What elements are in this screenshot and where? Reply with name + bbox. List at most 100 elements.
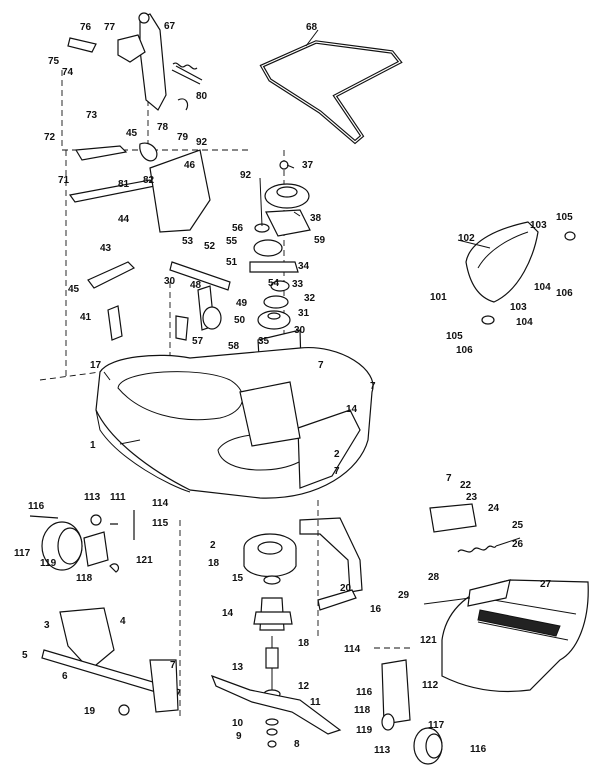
callout-13: 13 — [232, 662, 244, 673]
callout-59: 59 — [314, 235, 326, 246]
callout-106-top: 106 — [556, 288, 573, 299]
callout-115: 115 — [152, 518, 169, 529]
callout-31: 31 — [298, 308, 310, 319]
callout-102: 102 — [458, 233, 475, 244]
callout-35: 35 — [258, 336, 270, 347]
callout-2-top: 2 — [334, 449, 340, 460]
deflector-shield-assembly — [465, 221, 576, 325]
callout-53: 53 — [182, 236, 194, 247]
callout-113-right: 113 — [374, 745, 391, 756]
callout-117-left: 117 — [14, 548, 31, 559]
callout-26: 26 — [512, 539, 524, 550]
callout-114-right: 114 — [344, 644, 361, 655]
callout-112: 112 — [422, 680, 439, 691]
callout-7-a: 7 — [318, 360, 324, 371]
callout-6: 6 — [62, 671, 68, 682]
callout-121-right: 121 — [420, 635, 437, 646]
callout-116-right: 116 — [356, 687, 373, 698]
lift-handle-assembly — [61, 12, 250, 341]
callout-30-left: 30 — [164, 276, 176, 287]
callout-73: 73 — [86, 110, 98, 121]
callout-78: 78 — [157, 122, 169, 133]
callout-3: 3 — [44, 620, 50, 631]
callout-5: 5 — [22, 650, 28, 661]
callout-57: 57 — [192, 336, 204, 347]
callout-37: 37 — [302, 160, 314, 171]
callout-18-housing: 18 — [208, 558, 220, 569]
callout-46: 46 — [184, 160, 196, 171]
callout-80: 80 — [196, 91, 208, 102]
callout-103-top: 103 — [530, 220, 547, 231]
callout-118-right: 118 — [354, 705, 371, 716]
callout-105-top: 105 — [556, 212, 573, 223]
callout-119-left: 119 — [40, 558, 57, 569]
callout-7-b: 7 — [370, 381, 376, 392]
callout-45-top: 45 — [126, 128, 138, 139]
callout-101: 101 — [430, 292, 447, 303]
callout-10: 10 — [232, 718, 244, 729]
callout-24: 24 — [488, 503, 500, 514]
callout-28: 28 — [428, 572, 440, 583]
callout-29: 29 — [398, 590, 410, 601]
callout-8: 8 — [294, 739, 300, 750]
callout-58: 58 — [228, 341, 240, 352]
mower-blade — [210, 674, 342, 748]
callout-7-c: 7 — [334, 466, 340, 477]
callout-49: 49 — [236, 298, 248, 309]
callout-77: 77 — [104, 22, 116, 33]
callout-117-right: 117 — [428, 720, 445, 731]
callout-74: 74 — [62, 67, 74, 78]
idler-arm-assembly — [169, 261, 231, 360]
callout-16: 16 — [370, 604, 382, 615]
drive-belt — [259, 40, 403, 145]
callout-56: 56 — [232, 223, 244, 234]
callout-104-top: 104 — [534, 282, 551, 293]
callout-34: 34 — [298, 261, 310, 272]
callout-14-right: 14 — [346, 404, 358, 415]
callout-50: 50 — [234, 315, 246, 326]
callout-18-arm: 18 — [298, 638, 310, 649]
callout-27: 27 — [540, 579, 552, 590]
callout-82: 82 — [143, 175, 155, 186]
leader-lines — [103, 29, 491, 445]
callout-105-bottom: 105 — [446, 331, 463, 342]
idler-spring-arm — [299, 500, 363, 640]
callout-111: 111 — [110, 492, 126, 503]
callout-68: 68 — [306, 22, 318, 33]
callout-15: 15 — [232, 573, 244, 584]
callout-116-bottom: 116 — [470, 744, 487, 755]
gauge-wheel-right — [374, 647, 443, 765]
callout-20: 20 — [340, 583, 352, 594]
callout-7-d: 7 — [446, 473, 452, 484]
callout-71: 71 — [58, 175, 70, 186]
discharge-chute — [423, 503, 589, 693]
callout-79: 79 — [177, 132, 189, 143]
callout-32: 32 — [304, 293, 316, 304]
callout-121-left: 121 — [136, 555, 153, 566]
callout-106-bottom: 106 — [456, 345, 473, 356]
callout-67: 67 — [164, 21, 176, 32]
callout-4: 4 — [120, 616, 126, 627]
callout-81: 81 — [118, 179, 130, 190]
stabilizer-bracket — [41, 520, 181, 720]
callout-48: 48 — [190, 280, 202, 291]
callout-75: 75 — [48, 56, 60, 67]
callout-11: 11 — [310, 697, 321, 708]
callout-19: 19 — [84, 706, 96, 717]
callout-30-right: 30 — [294, 325, 306, 336]
callout-22: 22 — [460, 480, 472, 491]
callout-119-right: 119 — [356, 725, 373, 736]
callout-118-left: 118 — [76, 573, 93, 584]
callout-7-e: 7 — [170, 660, 176, 671]
callout-25: 25 — [512, 520, 524, 531]
callout-41: 41 — [80, 312, 92, 323]
callout-54: 54 — [268, 278, 280, 289]
callout-76: 76 — [80, 22, 92, 33]
callout-72: 72 — [44, 132, 56, 143]
callout-38: 38 — [310, 213, 322, 224]
callout-17: 17 — [90, 360, 102, 371]
callout-52: 52 — [204, 241, 216, 252]
callout-labels: 76 77 67 68 75 74 73 80 78 79 92 45 72 4… — [14, 21, 573, 756]
callout-55: 55 — [226, 236, 238, 247]
